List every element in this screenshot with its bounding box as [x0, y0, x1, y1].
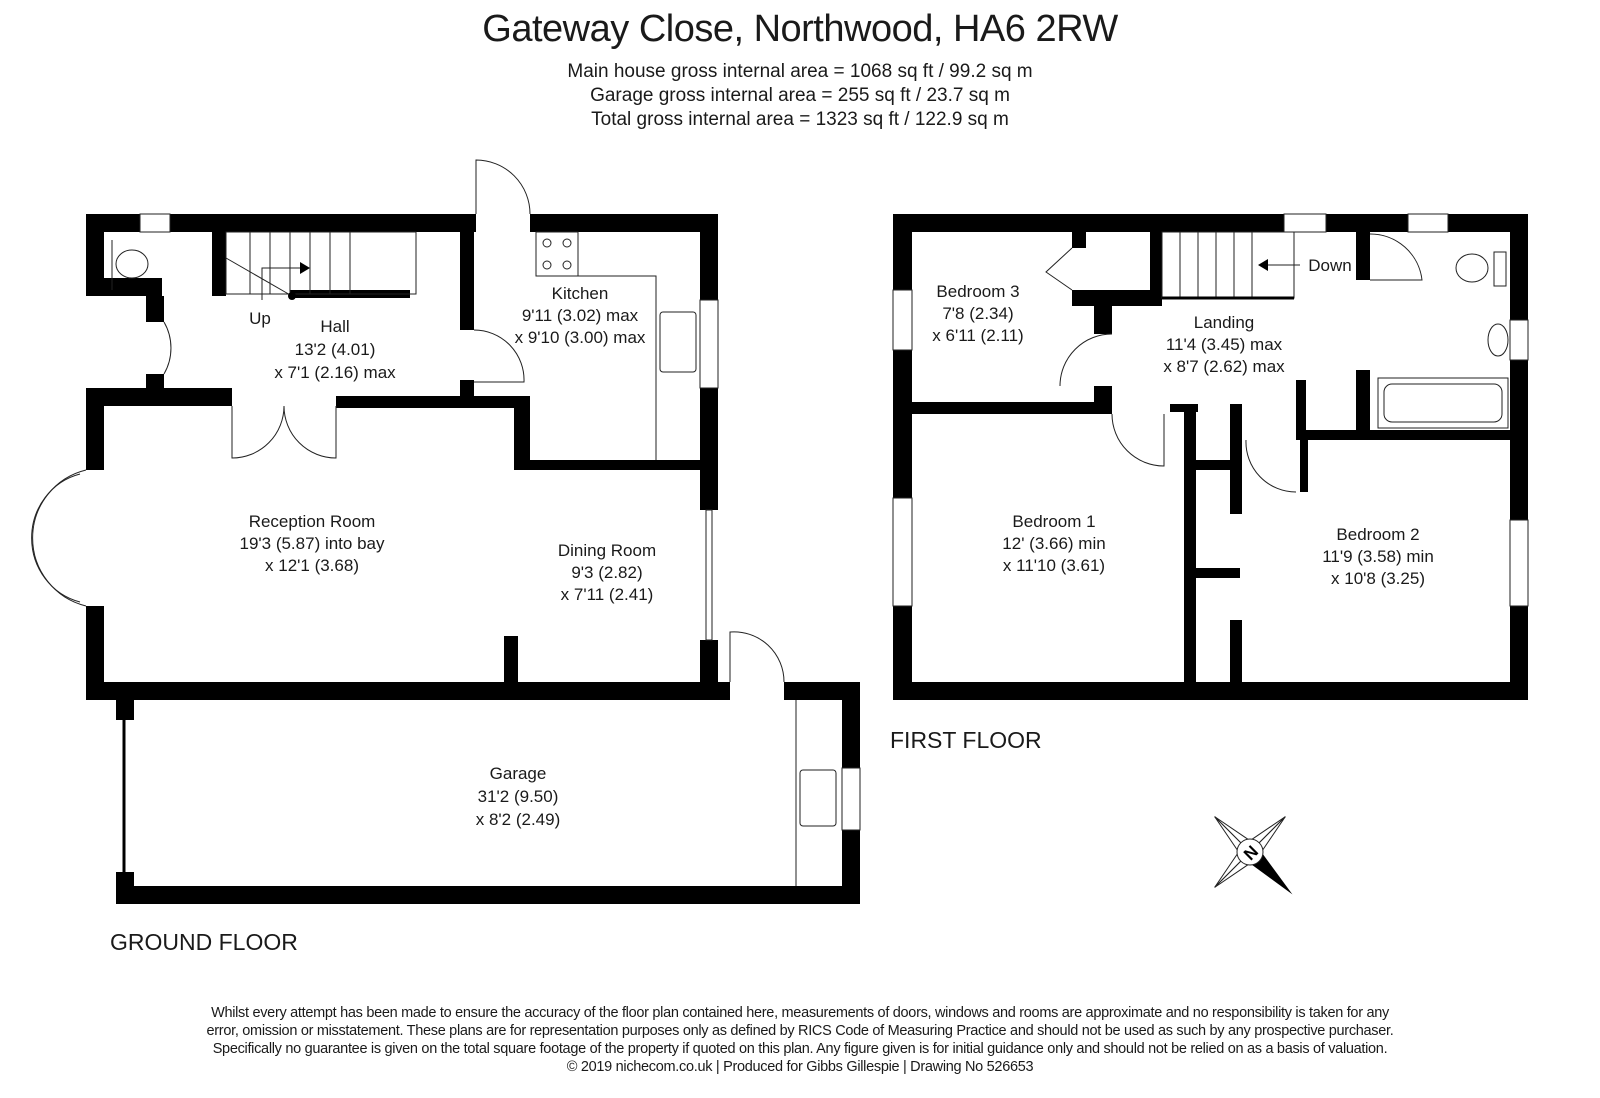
- room-dim: 9'11 (3.02) max: [522, 306, 639, 325]
- main-house-area: Main house gross internal area = 1068 sq…: [567, 61, 1033, 82]
- room-name: Landing: [1194, 313, 1255, 332]
- disclaimer-footer: Whilst every attempt has been made to en…: [0, 1004, 1600, 1076]
- ground-floor-plan: Up Hall 13'2 (4.01) x 7'1 (2.16) max Kit…: [31, 159, 861, 955]
- room-dim: x 11'10 (3.61): [1003, 556, 1105, 575]
- room-hall: Hall 13'2 (4.01) x 7'1 (2.16) max: [274, 317, 396, 382]
- room-dim: x 10'8 (3.25): [1331, 569, 1425, 588]
- compass-icon: [1214, 816, 1293, 895]
- ground-floor-fixtures: [31, 159, 861, 886]
- room-dim: 13'2 (4.01): [295, 340, 376, 359]
- ground-floor-label: GROUND FLOOR: [110, 929, 298, 955]
- room-bedroom-1: Bedroom 1 12' (3.66) min x 11'10 (3.61): [1002, 512, 1105, 575]
- first-floor-label: FIRST FLOOR: [890, 727, 1042, 753]
- room-name: Bedroom 1: [1012, 512, 1095, 531]
- disclaimer-line: Specifically no guarantee is given on th…: [212, 1041, 1388, 1057]
- room-dim: x 8'7 (2.62) max: [1163, 357, 1285, 376]
- room-landing: Landing 11'4 (3.45) max x 8'7 (2.62) max: [1163, 313, 1285, 376]
- room-name: Kitchen: [552, 284, 609, 303]
- room-dim: 19'3 (5.87) into bay: [239, 534, 385, 553]
- plan-title: Gateway Close, Northwood, HA6 2RW: [482, 8, 1118, 50]
- first-floor-plan: Down Bedroom 3 7'8 (2.34) x 6'11 (2.11): [890, 213, 1529, 753]
- room-kitchen: Kitchen 9'11 (3.02) max x 9'10 (3.00) ma…: [515, 284, 646, 347]
- room-bedroom-2: Bedroom 2 11'9 (3.58) min x 10'8 (3.25): [1322, 525, 1434, 588]
- room-name: Hall: [320, 317, 349, 336]
- room-dim: 31'2 (9.50): [478, 787, 559, 806]
- room-dim: 9'3 (2.82): [571, 563, 642, 582]
- room-name: Dining Room: [558, 541, 656, 560]
- room-dim: 12' (3.66) min: [1002, 534, 1105, 553]
- stairs-icon: [225, 231, 417, 300]
- room-garage: Garage 31'2 (9.50) x 8'2 (2.49): [476, 764, 561, 829]
- room-dim: x 6'11 (2.11): [932, 326, 1023, 345]
- room-dim: 7'8 (2.34): [942, 304, 1013, 323]
- area-summary: Main house gross internal area = 1068 sq…: [0, 60, 1600, 132]
- room-dim: 11'4 (3.45) max: [1166, 335, 1283, 354]
- basin-icon: [1487, 323, 1509, 357]
- room-dim: x 12'1 (3.68): [265, 556, 359, 575]
- room-dim: x 7'1 (2.16) max: [274, 363, 396, 382]
- room-dining: Dining Room 9'3 (2.82) x 7'11 (2.41): [558, 541, 656, 604]
- ground-floor-walls: [86, 214, 860, 904]
- total-area: Total gross internal area = 1323 sq ft /…: [591, 109, 1009, 130]
- room-reception: Reception Room 19'3 (5.87) into bay x 12…: [239, 512, 385, 575]
- room-name: Reception Room: [249, 512, 376, 531]
- down-stair-label: Down: [1308, 256, 1351, 275]
- disclaimer-line: Whilst every attempt has been made to en…: [211, 1005, 1389, 1021]
- toilet-icon: [111, 240, 149, 290]
- room-name: Bedroom 2: [1336, 525, 1419, 544]
- copyright-line: © 2019 nichecom.co.uk | Produced for Gib…: [566, 1059, 1034, 1075]
- room-dim: x 8'2 (2.49): [476, 810, 561, 829]
- stairs-icon: [1161, 231, 1300, 300]
- room-bedroom-3: Bedroom 3 7'8 (2.34) x 6'11 (2.11): [932, 282, 1023, 345]
- room-name: Garage: [490, 764, 547, 783]
- toilet-icon: [1455, 251, 1507, 287]
- garage-area: Garage gross internal area = 255 sq ft /…: [590, 85, 1010, 106]
- sink-icon: [659, 311, 837, 827]
- room-name: Bedroom 3: [936, 282, 1019, 301]
- disclaimer-line: error, omission or misstatement. These p…: [206, 1023, 1394, 1039]
- up-stair-label: Up: [249, 309, 271, 328]
- room-dim: x 7'11 (2.41): [561, 585, 654, 604]
- room-dim: 11'9 (3.58) min: [1322, 547, 1434, 566]
- hob-icon: [535, 231, 579, 277]
- bath-icon: [1377, 377, 1509, 429]
- first-floor-fixtures: Down: [892, 213, 1529, 607]
- room-dim: x 9'10 (3.00) max: [515, 328, 646, 347]
